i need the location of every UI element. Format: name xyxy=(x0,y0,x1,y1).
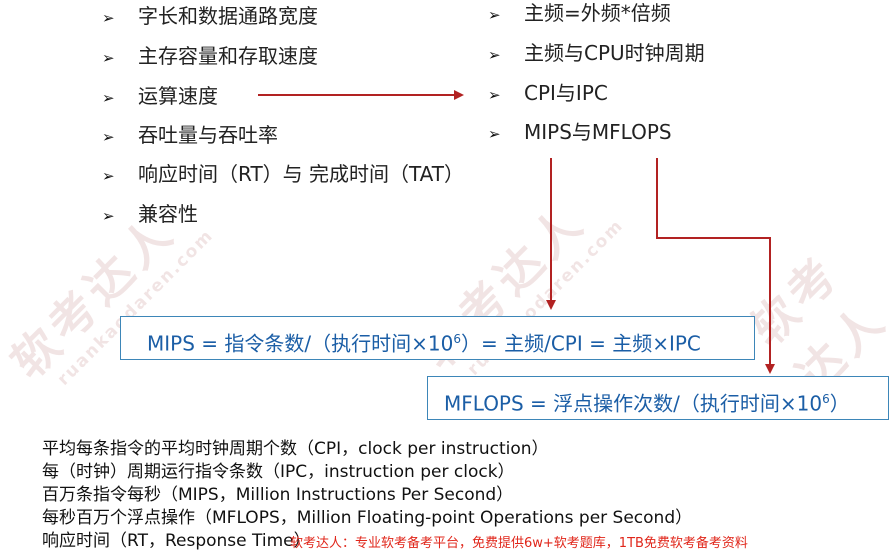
arrow-bullet-icon: ➢ xyxy=(102,89,115,107)
arrow-bullet-icon: ➢ xyxy=(102,167,115,185)
definition-ipc: 每（时钟）周期运行指令条数（IPC，instruction per clock） xyxy=(42,462,515,482)
arrow-bullet-icon: ➢ xyxy=(102,49,115,67)
list-item-label: 主频与CPU时钟周期 xyxy=(524,41,705,65)
mflops-formula-suffix: ） xyxy=(829,391,850,416)
arrow-bullet-icon: ➢ xyxy=(488,46,501,64)
list-item-label: 主频=外频*倍频 xyxy=(524,1,671,25)
list-item: ➢ 字长和数据通路宽度 xyxy=(102,0,318,32)
arrow-bullet-icon: ➢ xyxy=(102,207,115,225)
mflops-formula-box: MFLOPS = 浮点操作次数/（执行时间×106） xyxy=(427,376,889,420)
arrow-bullet-icon: ➢ xyxy=(102,128,115,146)
definition-mips: 百万条指令每秒（MIPS，Million Instructions Per Se… xyxy=(42,485,514,505)
list-item: ➢ 兼容性 xyxy=(102,198,198,230)
list-item-label: 字长和数据通路宽度 xyxy=(138,4,318,28)
list-item: ➢ 主频与CPU时钟周期 xyxy=(488,37,705,69)
list-item-label: 响应时间（RT）与 完成时间（TAT） xyxy=(138,162,465,186)
list-item-label: 吞吐量与吞吐率 xyxy=(138,123,278,147)
list-item: ➢ 主存容量和存取速度 xyxy=(102,40,318,72)
list-item: ➢ 吞吐量与吞吐率 xyxy=(102,119,278,151)
arrow-bullet-icon: ➢ xyxy=(488,86,501,104)
list-item: ➢ 响应时间（RT）与 完成时间（TAT） xyxy=(102,158,464,190)
arrow-bullet-icon: ➢ xyxy=(488,6,501,24)
list-item-label: 主存容量和存取速度 xyxy=(138,44,318,68)
list-item: ➢ 运算速度 xyxy=(102,80,218,112)
arrow-bullet-icon: ➢ xyxy=(488,125,501,143)
mips-formula-exponent: 6 xyxy=(453,332,461,346)
list-item-label: 运算速度 xyxy=(138,84,218,108)
list-item: ➢ MIPS与MFLOPS xyxy=(488,116,672,148)
mflops-formula-exponent: 6 xyxy=(822,392,830,406)
list-item-label: CPI与IPC xyxy=(524,81,608,105)
footer-banner: 软考达人：专业软考备考平台，免费提供6w+软考题库，1TB免费软考备考资料 xyxy=(290,536,748,551)
list-item-label: MIPS与MFLOPS xyxy=(524,120,672,144)
arrow-to-mflops-formula xyxy=(656,158,775,374)
mflops-formula-prefix: MFLOPS = 浮点操作次数/（执行时间×10 xyxy=(444,391,823,416)
mips-formula-prefix: MIPS = 指令条数/（执行时间×10 xyxy=(147,331,454,356)
mips-formula-box: MIPS = 指令条数/（执行时间×106）= 主频/CPI = 主频×IPC xyxy=(120,316,755,360)
definition-rt: 响应时间（RT，Response Time） xyxy=(42,531,311,551)
definition-cpi: 平均每条指令的平均时钟周期个数（CPI，clock per instructio… xyxy=(42,439,549,459)
mips-formula-suffix: ）= 主频/CPI = 主频×IPC xyxy=(460,331,701,356)
definitions-list: 平均每条指令的平均时钟周期个数（CPI，clock per instructio… xyxy=(42,438,692,553)
list-item-label: 兼容性 xyxy=(138,202,198,226)
definition-mflops: 每秒百万个浮点操作（MFLOPS，Million Floating-point … xyxy=(42,508,693,528)
list-item: ➢ 主频=外频*倍频 xyxy=(488,0,671,29)
list-item: ➢ CPI与IPC xyxy=(488,77,608,109)
arrow-bullet-icon: ➢ xyxy=(102,9,115,27)
